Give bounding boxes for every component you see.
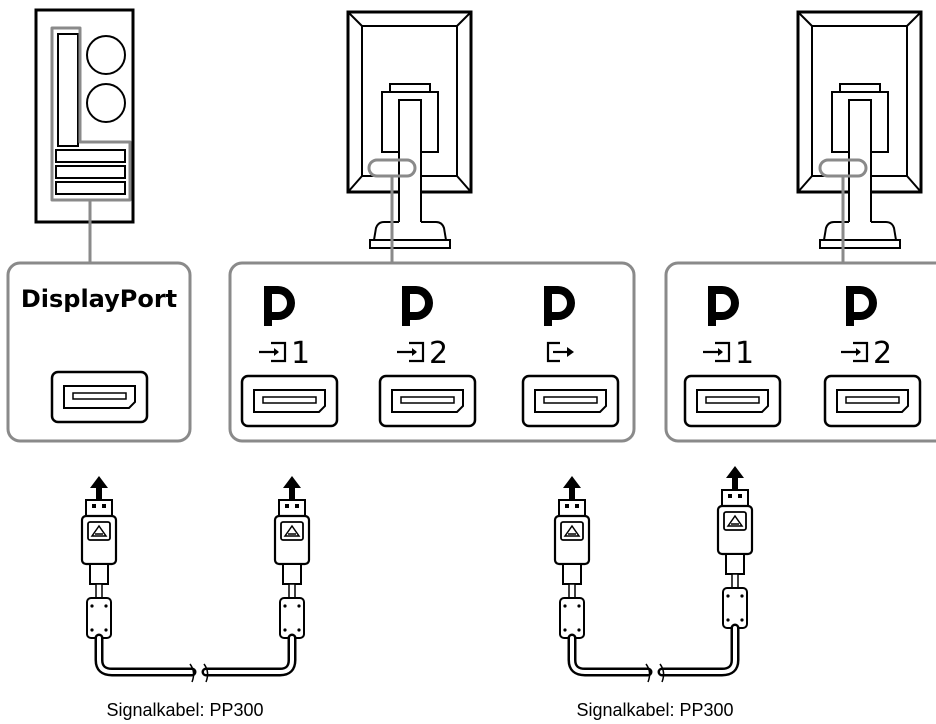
pc-tower xyxy=(34,8,135,264)
monitor-1-input-2-receptacle xyxy=(378,374,477,428)
pc-port-highlight xyxy=(50,26,132,202)
up-arrow-icon xyxy=(726,466,744,491)
monitor-2-back xyxy=(796,10,923,264)
pc-displayport-receptacle xyxy=(50,370,149,424)
monitor-1-input-1-receptacle xyxy=(240,374,339,428)
monitor-1-output-receptacle xyxy=(521,374,620,428)
signal-cable-2: Signalkabel: PP300 xyxy=(553,466,754,720)
cable-plug xyxy=(716,488,754,630)
up-arrow-icon xyxy=(90,476,108,501)
signal-cable-1: Signalkabel: PP300 xyxy=(80,476,311,720)
monitor-2-input-1-receptacle xyxy=(683,374,782,428)
cable-plug xyxy=(273,498,311,640)
cable-plug xyxy=(80,498,118,640)
monitor-1-port-panel: 1 2 xyxy=(228,261,636,443)
monitor-1-port-2-number: 2 xyxy=(429,336,448,371)
monitor-2-port-panel: 1 2 xyxy=(664,261,936,443)
cable-plug xyxy=(553,498,591,640)
pc-port-panel: DisplayPort xyxy=(6,261,192,443)
monitor-2-port-2-number: 2 xyxy=(873,336,892,371)
pc-port-label: DisplayPort xyxy=(21,285,177,313)
monitor-1-back xyxy=(346,10,473,264)
monitor-1-port-1-number: 1 xyxy=(291,336,310,371)
up-arrow-icon xyxy=(283,476,301,501)
up-arrow-icon xyxy=(563,476,581,501)
cable-1-label: Signalkabel: PP300 xyxy=(106,700,263,720)
monitor-2-port-1-number: 1 xyxy=(735,336,754,371)
monitor-2-input-2-receptacle xyxy=(823,374,922,428)
cable-2-label: Signalkabel: PP300 xyxy=(576,700,733,720)
